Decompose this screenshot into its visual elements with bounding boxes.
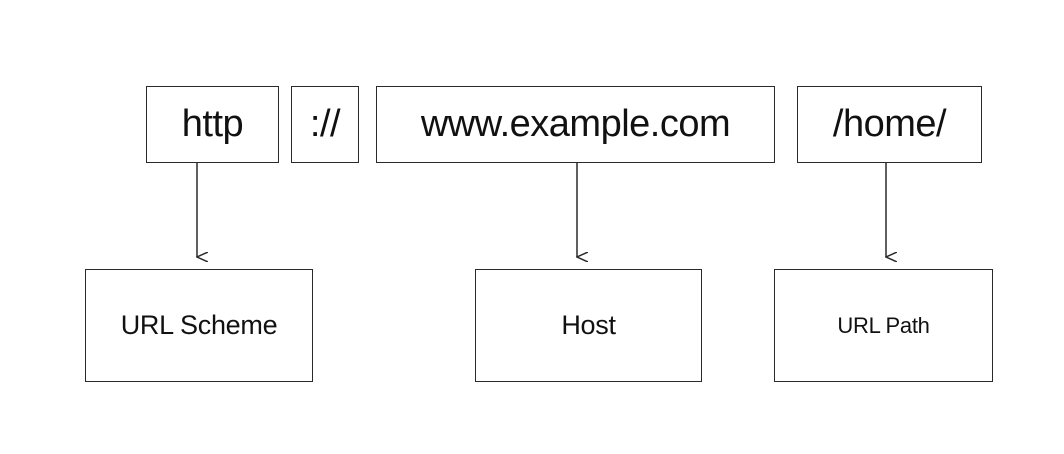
host-label: Host [561, 310, 616, 340]
host-label-box: Host [475, 269, 702, 382]
url-host-part: www.example.com [376, 86, 775, 163]
url-path-label: URL Path [837, 312, 930, 338]
url-scheme-label: URL Scheme [120, 310, 278, 340]
url-path-part: /home/ [797, 86, 982, 163]
url-separator-text: :// [309, 103, 341, 145]
url-path-label-box: URL Path [774, 269, 993, 382]
url-scheme-part: http [146, 86, 279, 163]
url-host-text: www.example.com [420, 103, 731, 145]
url-path-text: /home/ [832, 103, 947, 145]
url-scheme-label-box: URL Scheme [85, 269, 313, 382]
url-scheme-text: http [181, 103, 244, 145]
url-separator-part: :// [291, 86, 359, 163]
